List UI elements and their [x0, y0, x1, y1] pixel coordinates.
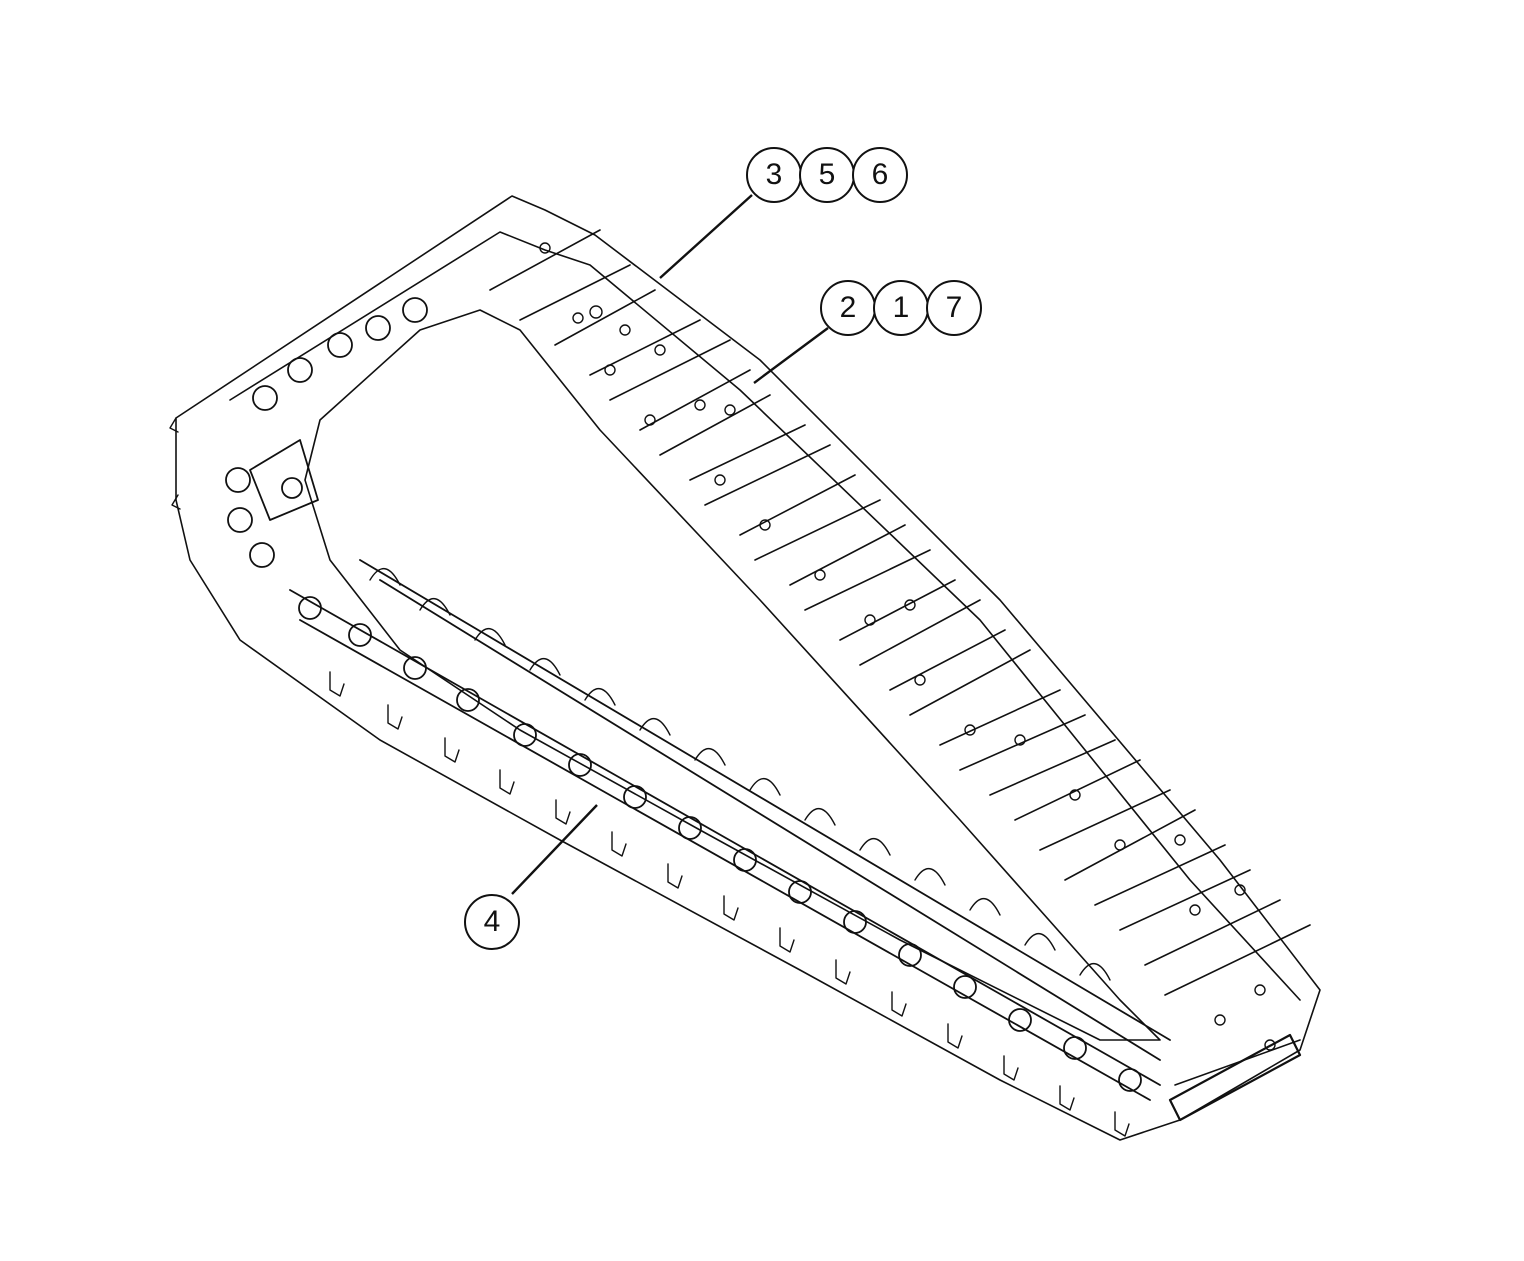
- callout-balloon: 2: [820, 280, 876, 336]
- callout-balloon: 5: [799, 147, 855, 203]
- callout-balloon: 7: [926, 280, 982, 336]
- callout-group-217: 2 1 7: [820, 280, 982, 336]
- callout-balloon: 3: [746, 147, 802, 203]
- track-inner-outline: [305, 310, 1160, 1040]
- leader-line-4: [512, 805, 597, 894]
- track-outer-outline: [176, 196, 1320, 1140]
- track-end-plate: [1170, 1035, 1300, 1120]
- leader-line-217: [754, 328, 828, 383]
- callout-balloon: 6: [852, 147, 908, 203]
- track-guide-arcs: [370, 569, 1110, 980]
- callout-balloon: 4: [464, 894, 520, 950]
- track-chain-rollers: [290, 560, 1170, 1100]
- leader-lines: [512, 195, 828, 894]
- track-bolts: [540, 243, 1275, 1050]
- track-chain-links-bend: [226, 298, 427, 567]
- callout-group-356: 3 5 6: [746, 147, 908, 203]
- track-grouser-teeth: [170, 418, 1129, 1136]
- leader-line-356: [660, 195, 752, 278]
- callout-balloon: 1: [873, 280, 929, 336]
- callout-group-4: 4: [464, 894, 520, 950]
